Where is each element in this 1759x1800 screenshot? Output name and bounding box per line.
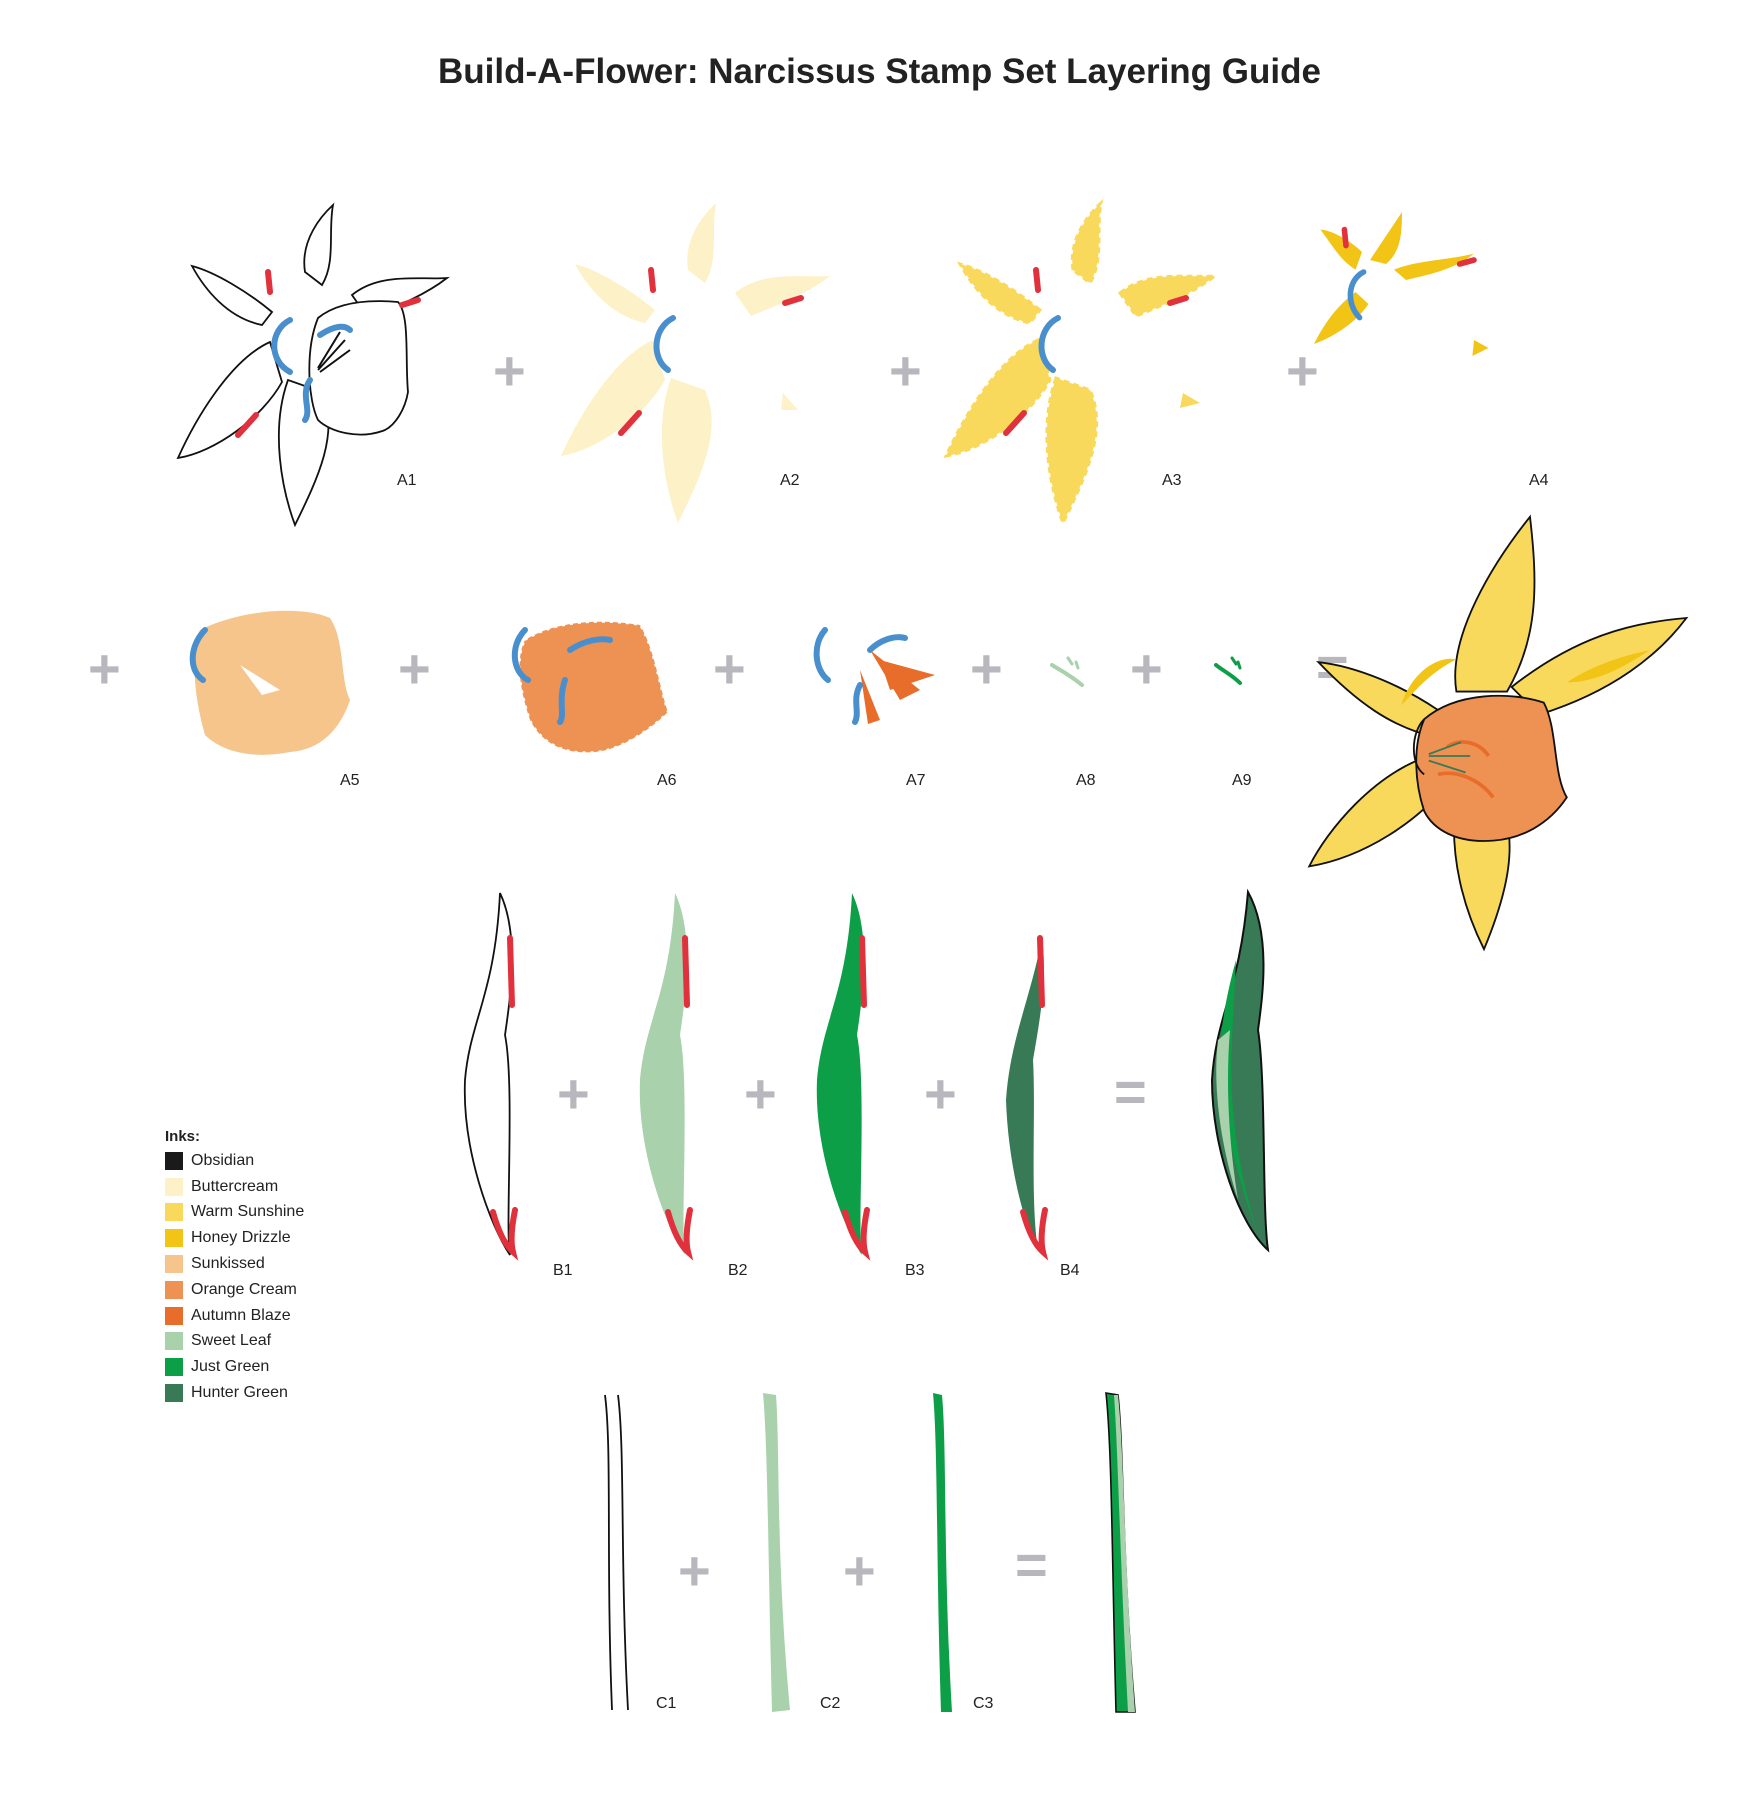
stamp-a4 [1314, 212, 1489, 356]
stamp-a5 [189, 610, 350, 755]
stamp-a3 [944, 201, 1217, 525]
legend-label: Honey Drizzle [191, 1229, 291, 1247]
plus-operator: + [493, 339, 526, 402]
legend-item: Autumn Blaze [165, 1303, 304, 1329]
label-b2: B2 [728, 1262, 748, 1279]
label-a1: A1 [397, 472, 417, 489]
label-b1: B1 [553, 1262, 573, 1279]
swatch-hunter-green [165, 1384, 183, 1403]
legend-label: Sunkissed [191, 1255, 265, 1273]
a1-guide-red-2 [399, 297, 421, 308]
label-b4: B4 [1060, 1262, 1080, 1279]
label-a7: A7 [906, 772, 926, 789]
finished-narcissus [1307, 514, 1689, 952]
ink-legend: Inks: Obsidian Buttercream Warm Sunshine… [165, 1128, 304, 1406]
stamp-a1 [177, 204, 448, 526]
swatch-just-green [165, 1358, 183, 1377]
legend-item: Orange Cream [165, 1277, 304, 1303]
stamp-b4 [1006, 935, 1049, 1261]
stamp-b1 [463, 892, 519, 1261]
legend-label: Hunter Green [191, 1384, 288, 1402]
stamp-c2 [763, 1393, 790, 1712]
plus-operator: + [970, 637, 1003, 700]
swatch-autumn-blaze [165, 1306, 183, 1325]
stamp-b3 [816, 893, 871, 1261]
label-a4: A4 [1529, 472, 1549, 489]
stamp-a9 [1214, 656, 1242, 685]
swatch-warm-sunshine [165, 1203, 183, 1222]
stamp-b2 [639, 893, 694, 1261]
swatch-sweet-leaf [165, 1332, 183, 1351]
plus-operator: + [678, 1539, 711, 1602]
swatch-honey-drizzle [165, 1229, 183, 1248]
stamp-a8 [1050, 656, 1084, 687]
plus-operator: + [398, 637, 431, 700]
label-a5: A5 [340, 772, 360, 789]
plus-operator: + [1130, 637, 1163, 700]
a1-stamen [317, 331, 351, 373]
label-a8: A8 [1076, 772, 1096, 789]
plus-operator: + [88, 637, 121, 700]
swatch-sunkissed [165, 1255, 183, 1274]
stamp-a7 [813, 627, 935, 725]
swatch-obsidian [165, 1151, 183, 1170]
a1-guide-red-3 [235, 412, 259, 438]
label-b3: B3 [905, 1262, 925, 1279]
plus-operator: + [557, 1062, 590, 1125]
equals-operator: = [1015, 1533, 1048, 1596]
plus-operator: + [744, 1062, 777, 1125]
legend-label: Sweet Leaf [191, 1332, 272, 1350]
plus-operator: + [1286, 339, 1319, 402]
label-c1: C1 [656, 1695, 677, 1712]
finished-stem [1105, 1392, 1136, 1713]
stamp-c3 [933, 1393, 952, 1712]
legend-label: Orange Cream [191, 1280, 297, 1298]
page-title: Build-A-Flower: Narcissus Stamp Set Laye… [438, 52, 1321, 91]
swatch-buttercream [165, 1177, 183, 1196]
stamp-a6 [511, 620, 670, 754]
a1-guide-red-1 [265, 269, 273, 295]
finished-leaf [1210, 888, 1270, 1253]
plus-operator: + [889, 339, 922, 402]
stamp-c1 [604, 1394, 629, 1711]
plus-operator: + [713, 637, 746, 700]
plus-operator: + [924, 1062, 957, 1125]
legend-item: Honey Drizzle [165, 1225, 304, 1251]
label-a3: A3 [1162, 472, 1182, 489]
legend-item: Hunter Green [165, 1380, 304, 1406]
a1-trumpet [308, 300, 409, 436]
legend-label: Warm Sunshine [191, 1203, 305, 1221]
label-a2: A2 [780, 472, 800, 489]
legend-label: Just Green [191, 1358, 270, 1376]
legend-item: Obsidian [165, 1148, 304, 1174]
label-c2: C2 [820, 1695, 841, 1712]
equals-operator: = [1114, 1060, 1147, 1123]
plus-operator: + [843, 1539, 876, 1602]
label-a9: A9 [1232, 772, 1252, 789]
legend-label: Buttercream [191, 1177, 279, 1195]
legend-item: Just Green [165, 1354, 304, 1380]
legend-item: Buttercream [165, 1174, 304, 1200]
legend-item: Sunkissed [165, 1251, 304, 1277]
a1-guide-blue [271, 317, 353, 423]
label-a6: A6 [657, 772, 677, 789]
swatch-orange-cream [165, 1280, 183, 1299]
label-c3: C3 [973, 1695, 994, 1712]
finished-trumpet [1415, 694, 1568, 842]
legend-label: Obsidian [191, 1151, 255, 1169]
legend-title: Inks: [165, 1128, 201, 1145]
legend-item: Sweet Leaf [165, 1329, 304, 1355]
stamp-a2 [561, 203, 830, 523]
legend-label: Autumn Blaze [191, 1306, 291, 1324]
legend-item: Warm Sunshine [165, 1200, 304, 1226]
